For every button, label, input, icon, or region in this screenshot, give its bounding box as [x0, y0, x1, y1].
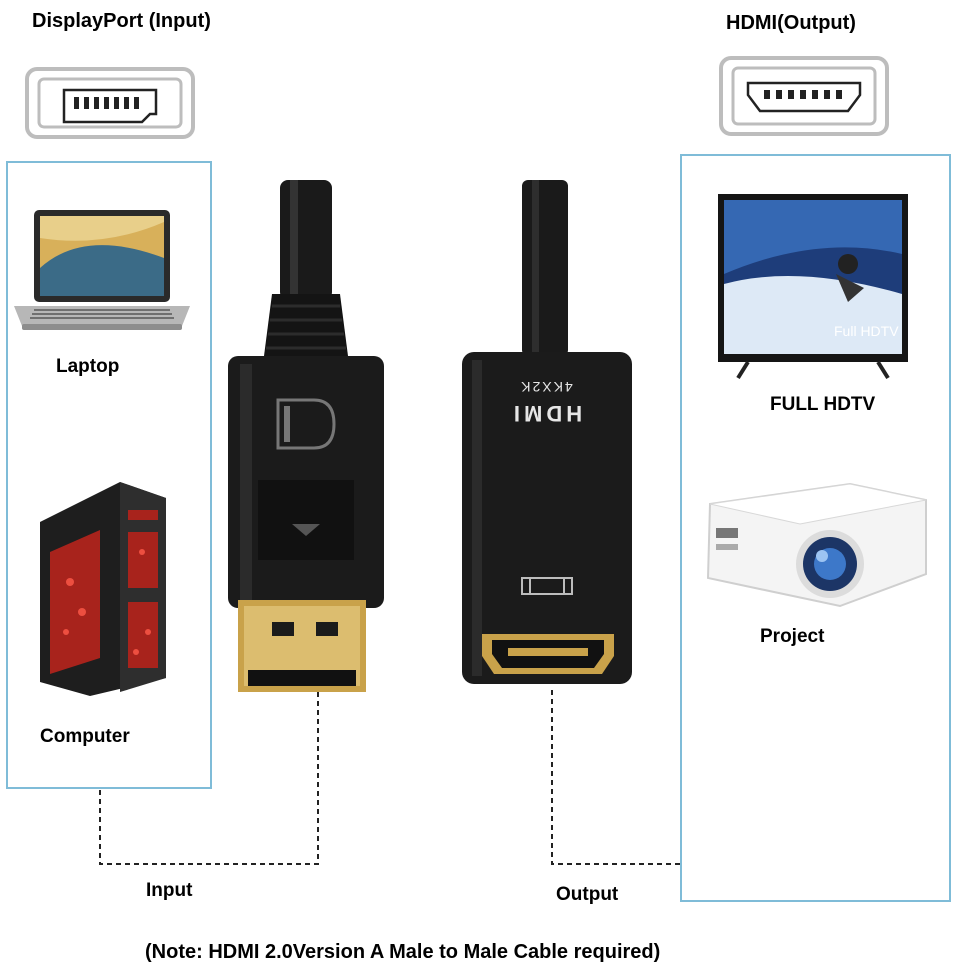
- projector-icon: [706, 482, 927, 608]
- input-port-title: DisplayPort (Input): [32, 10, 211, 32]
- laptop-icon: [14, 210, 190, 330]
- cable-note: (Note: HDMI 2.0Version A Male to Male Ca…: [145, 941, 661, 963]
- displayport-port-icon: [25, 67, 195, 139]
- input-flow-label: Input: [146, 880, 193, 901]
- output-devices-box: [680, 154, 951, 902]
- hdmi-end-text-line2: 4KX2K: [519, 379, 573, 395]
- hdmi-end-text-line1: HDMI: [510, 401, 582, 426]
- displayport-plug-icon: [228, 180, 384, 692]
- output-device-label-tv: FULL HDTV: [770, 394, 876, 415]
- output-flow-label: Output: [556, 884, 619, 905]
- input-device-label-laptop: Laptop: [56, 356, 120, 377]
- desktop-tower-icon: [40, 482, 166, 696]
- hdmi-port-icon: [719, 56, 889, 136]
- output-device-label-projector: Project: [760, 626, 825, 647]
- hdmi-adapter-end: HDMI 4KX2K: [462, 180, 632, 684]
- tv-icon: Full HDTV: [718, 194, 908, 380]
- tv-screen-text: Full HDTV: [834, 323, 899, 339]
- output-port-title: HDMI(Output): [726, 12, 856, 34]
- input-device-label-computer: Computer: [40, 726, 130, 747]
- input-devices-box: [6, 161, 212, 789]
- hdmi-socket-icon: [482, 634, 614, 674]
